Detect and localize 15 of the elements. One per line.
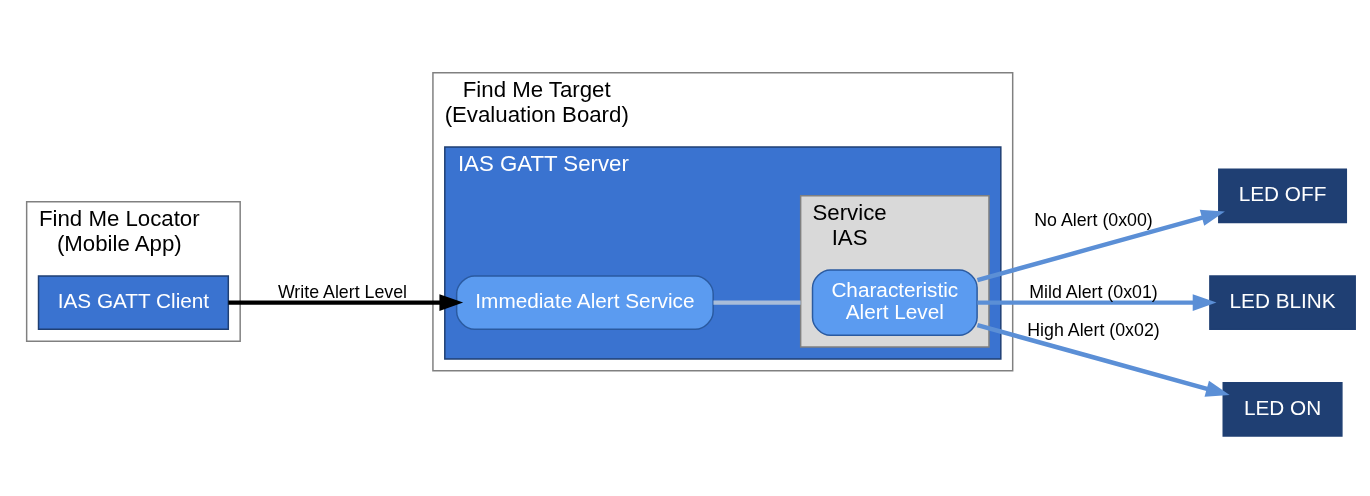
- arrow: [228, 293, 464, 311]
- connector: [713, 299, 801, 305]
- node-box: LED BLINK: [1209, 274, 1356, 330]
- edge-label: High Alert (0x02): [1027, 319, 1160, 340]
- node-box: Characteristic Alert Level: [811, 268, 978, 336]
- arrow: [976, 322, 1230, 397]
- edge-label: No Alert (0x00): [1034, 209, 1153, 230]
- arrow: [976, 209, 1225, 282]
- edge-label: Mild Alert (0x01): [1029, 281, 1158, 302]
- node-box: LED ON: [1222, 381, 1343, 437]
- arrow: [977, 293, 1217, 311]
- node-box: IAS GATT Client: [37, 274, 230, 330]
- node-box: LED OFF: [1218, 167, 1348, 223]
- edge-label: Write Alert Level: [277, 281, 408, 302]
- node-box: Immediate Alert Service: [455, 274, 714, 330]
